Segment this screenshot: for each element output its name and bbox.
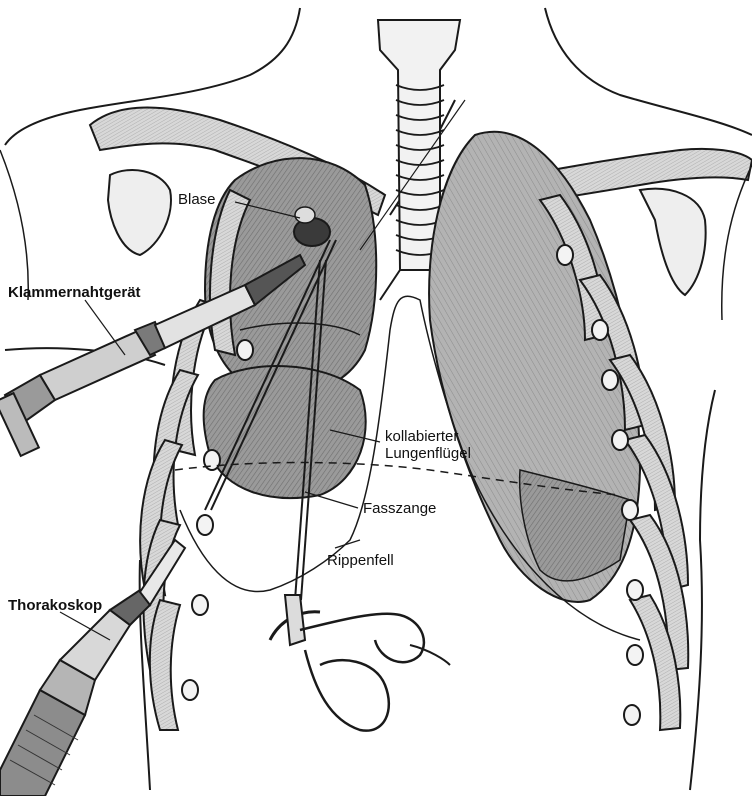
label-kollabierter-line1: kollabierter	[385, 428, 471, 445]
label-klammernahtgeraet: Klammernahtgerät	[8, 284, 141, 301]
label-blase: Blase	[178, 191, 216, 208]
label-kollabierter-line2: Lungenflügel	[385, 445, 471, 462]
label-fasszange: Fasszange	[363, 500, 436, 517]
label-rippenfell: Rippenfell	[327, 552, 394, 569]
label-thorakoskop: Thorakoskop	[8, 597, 102, 614]
label-kollabierter-lungenfluegel: kollabierter Lungenflügel	[385, 428, 471, 463]
right-lung	[429, 132, 640, 602]
